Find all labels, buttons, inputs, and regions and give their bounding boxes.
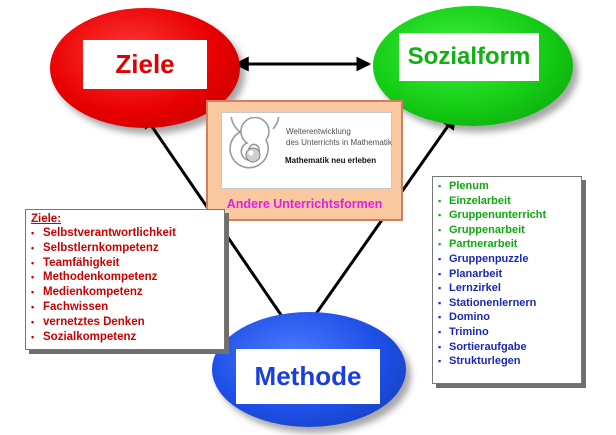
list-item: Planarbeit — [438, 267, 577, 282]
sozialform-list: Plenum Einzelarbeit Gruppenunterricht Gr… — [438, 179, 577, 369]
ziele-label: Ziele — [83, 40, 207, 89]
list-item: Medienkompetenz — [31, 285, 218, 300]
spiral-logo-icon — [229, 117, 280, 169]
center-panel: Weiterentwicklung des Unterrichts in Mat… — [206, 100, 403, 221]
list-item: Einzelarbeit — [438, 194, 577, 209]
list-item: Stationenlernern — [438, 296, 577, 311]
list-item: Gruppenunterricht — [438, 208, 577, 223]
list-item: Sortieraufgabe — [438, 340, 577, 355]
list-item: Domino — [438, 310, 577, 325]
logo-slogan: Mathematik neu erleben — [285, 156, 377, 165]
list-item: Fachwissen — [31, 300, 218, 315]
logo-text-line2: des Unterrichts in Mathematik — [286, 138, 392, 147]
list-item: vernetztes Denken — [31, 315, 218, 330]
list-item: Strukturlegen — [438, 354, 577, 369]
ziele-list-heading: Ziele: — [31, 213, 62, 225]
list-item: Gruppenarbeit — [438, 223, 577, 238]
ziele-list-box: Ziele: Selbstverantwortlichkeit Selbstle… — [25, 209, 225, 350]
sozialform-label: Sozialform — [399, 33, 539, 81]
list-item: Sozialkompetenz — [31, 330, 218, 345]
list-item: Lernzirkel — [438, 281, 577, 296]
ziele-list: Selbstverantwortlichkeit Selbstlernkompe… — [31, 226, 218, 344]
arrow-methode-sozialform — [304, 114, 457, 330]
sozialform-list-box: Plenum Einzelarbeit Gruppenunterricht Gr… — [432, 176, 582, 384]
list-item: Plenum — [438, 179, 577, 194]
list-item: Methodenkompetenz — [31, 270, 218, 285]
logo-card: Weiterentwicklung des Unterrichts in Mat… — [221, 112, 392, 189]
list-item: Partnerarbeit — [438, 237, 577, 252]
logo-text-line1: Weiterentwicklung — [286, 127, 351, 136]
methode-label: Methode — [236, 349, 380, 404]
list-item: Trimino — [438, 325, 577, 340]
list-item: Selbstverantwortlichkeit — [31, 226, 218, 241]
center-title: Andere Unterrichtsformen — [226, 197, 383, 211]
list-item: Selbstlernkompetenz — [31, 241, 218, 256]
list-item: Teamfähigkeit — [31, 256, 218, 271]
list-item: Gruppenpuzzle — [438, 252, 577, 267]
